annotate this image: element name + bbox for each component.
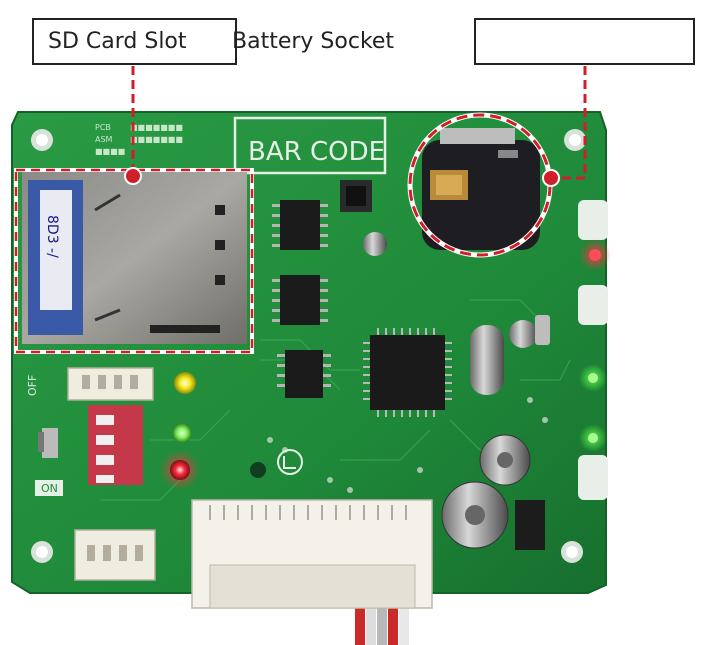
status-leds xyxy=(160,239,611,490)
small-capacitors xyxy=(363,232,550,348)
silk-line-3: ASM xyxy=(95,135,113,144)
voltage-regulator xyxy=(515,500,545,550)
slide-switch xyxy=(38,428,58,458)
microcontroller-chip xyxy=(363,328,452,417)
red-led xyxy=(170,460,190,480)
on-label: ON xyxy=(41,482,58,495)
off-label: OFF xyxy=(26,375,39,396)
sd-card-label: SD Card Slot xyxy=(48,29,187,54)
ground-symbol xyxy=(250,449,303,478)
tact-switch xyxy=(340,180,372,212)
barcode-area: BAR CODE xyxy=(233,116,387,175)
silk-line-4: ■■■■■■■ xyxy=(130,135,183,144)
on-label-box: ON xyxy=(35,480,63,496)
edge-red-led xyxy=(589,249,601,261)
sd-card-slot: 8D3 -/ xyxy=(22,172,247,344)
connector-bottom-left xyxy=(74,529,156,581)
silk-line-5: ■■■■ xyxy=(95,147,125,156)
silk-line-2: ■■■■■■■ xyxy=(130,123,183,132)
sd-card-sticker: 8D3 -/ xyxy=(44,215,60,258)
dip-switch xyxy=(88,405,143,485)
sd-card-callout xyxy=(14,66,254,354)
silkscreen-text: PCB ■■■■■■■ ASM ■■■■■■■ ■■■■ xyxy=(95,123,183,156)
battery-socket-callout xyxy=(407,66,587,258)
edge-green-led-1 xyxy=(588,373,598,383)
soic-chips xyxy=(272,200,331,398)
main-connector xyxy=(191,499,433,609)
crystal-oscillator xyxy=(470,325,504,395)
battery-socket-label: Battery Socket xyxy=(232,29,395,54)
sd-card-label-box xyxy=(32,18,237,65)
yellow-led xyxy=(174,372,196,394)
electrolytic-capacitors xyxy=(441,434,531,549)
empty-label-box xyxy=(474,18,695,65)
green-led xyxy=(172,423,192,443)
battery-socket xyxy=(422,128,540,250)
barcode-text: BAR CODE xyxy=(248,137,385,167)
silk-line-1: PCB xyxy=(95,123,111,132)
connector-top-left xyxy=(67,367,154,401)
edge-green-led-2 xyxy=(588,433,598,443)
cable-wires xyxy=(355,605,409,645)
